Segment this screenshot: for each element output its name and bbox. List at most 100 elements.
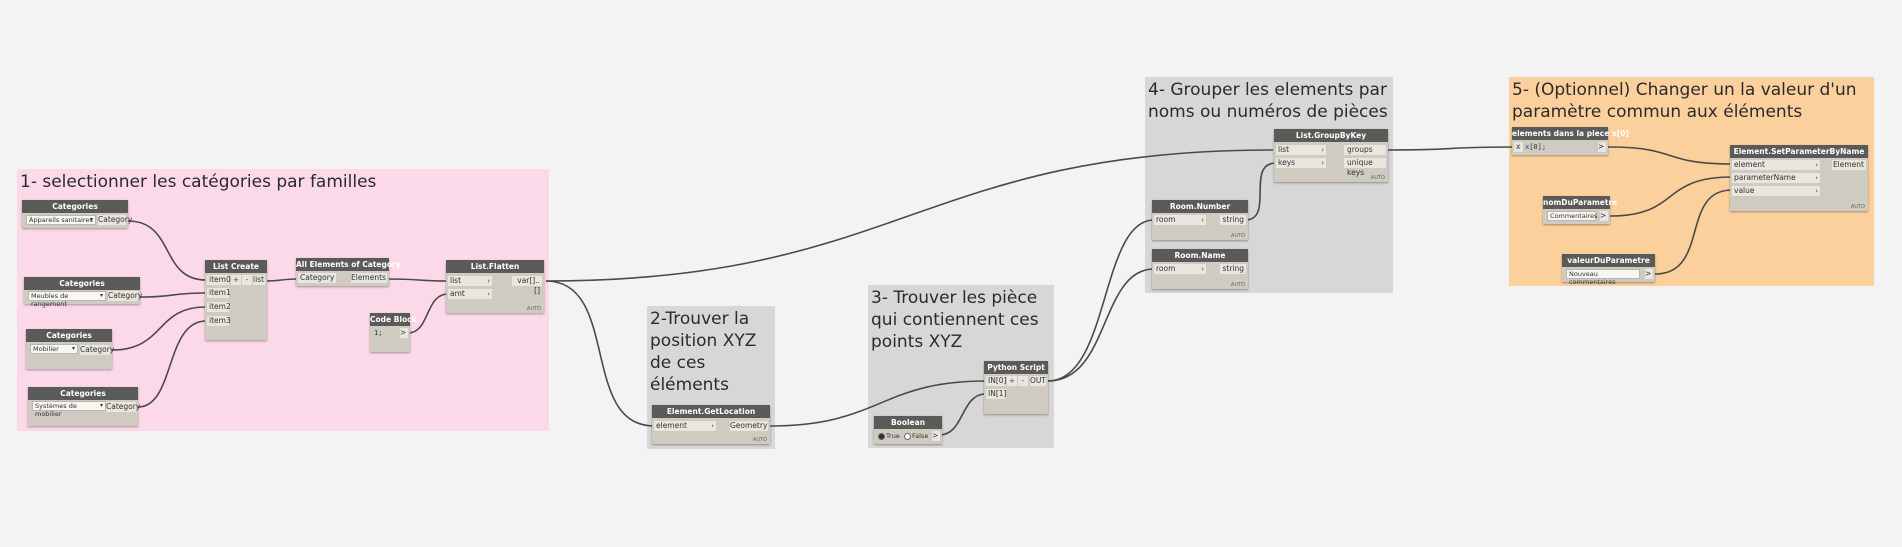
output-port-string[interactable]: string [1220,215,1246,225]
input-port-value[interactable]: value› [1732,186,1820,196]
remove-input-button[interactable]: - [242,275,252,285]
input-port-x[interactable]: x [1514,142,1523,152]
input-port-category[interactable]: Category [298,273,336,283]
node-room-name[interactable]: Room.Name room› string AUTO [1152,249,1248,289]
radio-dot-icon [904,432,911,440]
category-dropdown[interactable]: Systèmes de mobilier ▾ [32,401,106,418]
input-port-room[interactable]: room› [1154,215,1206,225]
input-port-element[interactable]: element› [654,421,716,431]
input-port-room[interactable]: room› [1154,264,1206,274]
node-elements-dans-la-piece[interactable]: elements dans la piece x[0] x x[0]; > [1512,127,1629,155]
node-title: List.GroupByKey [1274,129,1388,142]
node-categories-1[interactable]: Categories Appareils sanitaires ▾ Catego… [22,200,133,228]
output-port[interactable]: > [1600,211,1608,221]
node-python-script[interactable]: Python Script IN[0] + - OUT IN[1] [984,361,1048,414]
chevron-down-icon: ▾ [99,292,103,299]
lacing-label: AUTO [1850,204,1865,210]
node-valeur-du-parametre[interactable]: valeurDuParametre Nouveau commentaires > [1562,254,1655,286]
input-port-keys[interactable]: keys› [1276,158,1326,168]
input-port-in1[interactable]: IN[1] [986,389,1007,399]
output-port-groups[interactable]: groups [1344,145,1386,155]
output-port-out[interactable]: OUT [1030,376,1046,386]
node-categories-4[interactable]: Categories Systèmes de mobilier ▾ Catego… [28,387,141,426]
chevron-right-icon: › [1321,146,1324,154]
chevron-right-icon: › [1201,265,1204,273]
node-all-elements-of-category[interactable]: All Elements of Category Category Elemen… [296,258,401,286]
input-port-amt[interactable]: amt› [448,289,492,299]
input-port-list[interactable]: list› [1276,145,1326,155]
input-port-item0[interactable]: item0 [207,275,231,285]
node-list-create[interactable]: List Create item0 + - list item1 item2 i… [205,260,267,340]
output-port-category[interactable]: Category [80,345,115,355]
dropdown-value: Mobilier [33,345,59,353]
node-title: Element.SetParameterByName [1730,145,1868,158]
node-element-getlocation[interactable]: Element.GetLocation element› Geometry AU… [652,405,770,444]
output-port-var[interactable]: var[]..[] [512,276,542,295]
lacing-label: AUTO [1370,175,1385,181]
output-port-string[interactable]: string [1220,264,1246,274]
radio-false[interactable]: False [904,431,928,441]
node-title: Python Script [984,361,1048,374]
chevron-right-icon: › [1201,216,1204,224]
chevron-right-icon: › [487,277,490,285]
node-room-number[interactable]: Room.Number room› string AUTO [1152,200,1248,240]
category-dropdown[interactable]: Appareils sanitaires ▾ [26,215,96,225]
chevron-right-icon: › [1815,161,1818,169]
node-code-block[interactable]: Code Block 1; > [370,313,417,352]
string-input[interactable]: Commentaires [1547,211,1598,221]
node-title: nomDuParametre [1543,196,1618,209]
chevron-right-icon: › [1815,187,1818,195]
output-port-unique-keys[interactable]: unique keys [1344,158,1386,177]
node-list-groupbykey[interactable]: List.GroupByKey list› keys› groups uniqu… [1274,129,1388,182]
node-categories-3[interactable]: Categories Mobilier ▾ Category [26,329,115,369]
node-title: elements dans la piece x[0] [1512,127,1629,140]
input-port-list[interactable]: list› [448,276,492,286]
output-port[interactable]: > [400,328,408,338]
add-input-button[interactable]: + [231,275,241,285]
chevron-down-icon: ▾ [71,345,75,352]
lacing-label: AUTO [1230,282,1245,288]
node-categories-2[interactable]: Categories Meubles de rangement ▾ Catego… [24,277,143,308]
chevron-right-icon: › [1815,174,1818,182]
group-title: 3- Trouver les pièce qui contiennent ces… [871,288,1039,352]
input-port-element[interactable]: element› [1732,160,1820,170]
code-text[interactable]: 1; [374,329,383,337]
output-port-element[interactable]: Element [1832,160,1866,170]
chevron-right-icon: › [711,422,714,430]
node-title: Room.Number [1152,200,1248,213]
output-port-list[interactable]: list [253,275,265,285]
output-port-category[interactable]: Category [98,215,133,225]
output-port[interactable]: > [1645,269,1653,279]
category-dropdown[interactable]: Meubles de rangement ▾ [28,291,106,308]
chevron-right-icon: › [1321,159,1324,167]
input-port-item2[interactable]: item2 [207,302,231,312]
code-text[interactable]: x[0]; [1525,143,1547,151]
output-port-category[interactable]: Category [108,291,143,301]
node-element-setparameterbyname[interactable]: Element.SetParameterByName element› para… [1730,145,1868,211]
group-title: 5- (Optionnel) Changer un la valeur d'un… [1512,80,1857,122]
output-port[interactable]: > [1598,142,1606,152]
output-port-category[interactable]: Category [106,402,141,412]
string-input[interactable]: Nouveau commentaires [1566,269,1640,286]
lacing-label: AUTO [752,437,767,443]
output-port[interactable]: > [932,431,940,441]
dropdown-value: Appareils sanitaires [29,216,93,224]
category-dropdown[interactable]: Mobilier ▾ [30,344,78,354]
node-title: List Create [205,260,267,273]
chevron-down-icon: ▾ [99,402,103,409]
input-port-item1[interactable]: item1 [207,288,231,298]
node-list-flatten[interactable]: List.Flatten list› amt› var[]..[] AUTO [446,260,544,313]
node-title: Element.GetLocation [652,405,770,418]
input-port-parametername[interactable]: parameterName› [1732,173,1820,183]
radio-true[interactable]: True [878,431,900,441]
node-nom-du-parametre[interactable]: nomDuParametre Commentaires > [1543,196,1618,224]
input-port-item3[interactable]: item3 [207,316,231,326]
output-port-geometry[interactable]: Geometry [730,421,768,431]
add-input-button[interactable]: + [1007,376,1017,386]
node-boolean[interactable]: Boolean True False > [874,416,942,444]
input-port-in0[interactable]: IN[0] [986,376,1007,386]
group-title: 4- Grouper les elements par noms ou numé… [1148,80,1388,122]
remove-input-button[interactable]: - [1018,376,1028,386]
lacing-label: AUTO [1230,233,1245,239]
output-port-elements[interactable]: Elements [351,273,387,283]
